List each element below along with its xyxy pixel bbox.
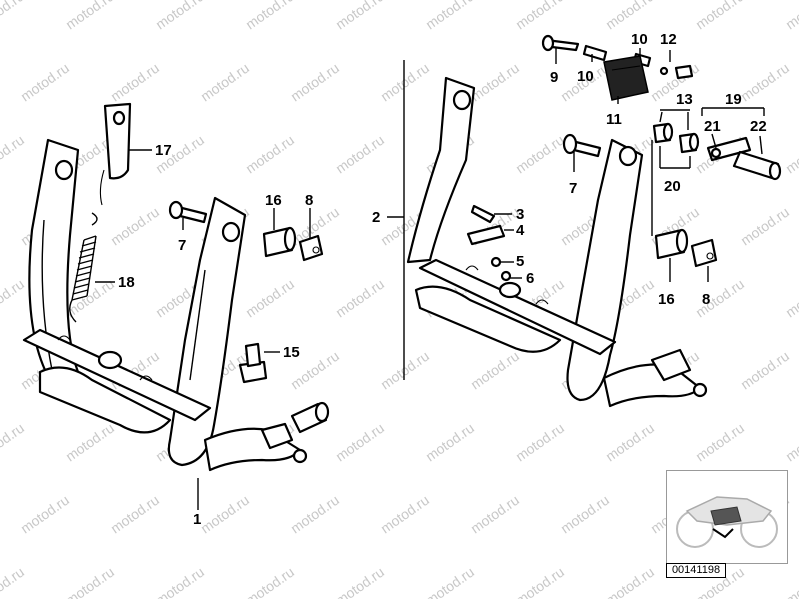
watermark-text: motod.ru	[423, 564, 477, 599]
watermark-text: motod.ru	[0, 564, 27, 599]
watermark-text: motod.ru	[63, 0, 117, 32]
watermark-text: motod.ru	[243, 276, 297, 321]
callout-3: 3	[516, 206, 524, 223]
motorcycle-icon	[676, 496, 778, 548]
center-stand-right	[403, 34, 782, 408]
watermark-text: motod.ru	[783, 276, 799, 321]
watermark-text: motod.ru	[468, 60, 522, 105]
watermark-text: motod.ru	[243, 0, 297, 32]
watermark-text: motod.ru	[153, 0, 207, 32]
watermark-text: motod.ru	[783, 564, 799, 599]
callout-13: 13	[676, 91, 693, 108]
callout-10: 10	[631, 31, 648, 48]
watermark-text: motod.ru	[288, 492, 342, 537]
watermark-text: motod.ru	[153, 564, 207, 599]
callout-12: 12	[660, 31, 677, 48]
watermark-text: motod.ru	[18, 60, 72, 105]
callout-22: 22	[750, 118, 767, 135]
callout-19: 19	[725, 91, 742, 108]
watermark-text: motod.ru	[783, 420, 799, 465]
callout-7: 7	[178, 237, 186, 254]
watermark-text: motod.ru	[333, 276, 387, 321]
watermark-text: motod.ru	[603, 564, 657, 599]
watermark-text: motod.ru	[0, 276, 27, 321]
motorcycle-thumbnail	[666, 470, 788, 564]
callout-9: 9	[550, 69, 558, 86]
watermark-text: motod.ru	[108, 492, 162, 537]
callout-16: 16	[265, 192, 282, 209]
watermark-text: motod.ru	[0, 420, 27, 465]
callouts: 17 18 7 16 8 15 1 2 3 4 5 6 7 9 10 10 12…	[118, 31, 767, 528]
watermark-text: motod.ru	[693, 420, 747, 465]
watermark-text: motod.ru	[513, 0, 567, 32]
watermark-text: motod.ru	[378, 492, 432, 537]
callout-17: 17	[155, 142, 172, 159]
callout-16: 16	[658, 291, 675, 308]
callout-1: 1	[193, 511, 201, 528]
spring	[69, 212, 98, 323]
callout-7: 7	[569, 180, 577, 197]
watermark-text: motod.ru	[693, 276, 747, 321]
watermark-text: motod.ru	[18, 492, 72, 537]
watermark-text: motod.ru	[783, 0, 799, 32]
watermark-text: motod.ru	[333, 420, 387, 465]
callout-8: 8	[305, 192, 313, 209]
callout-5: 5	[516, 253, 524, 270]
watermark-text: motod.ru	[243, 564, 297, 599]
callout-21: 21	[704, 118, 721, 135]
watermark-text: motod.ru	[198, 492, 252, 537]
watermark-text: motod.ru	[198, 60, 252, 105]
watermark-text: motod.ru	[648, 60, 702, 105]
watermark-text: motod.ru	[333, 132, 387, 177]
watermark-text: motod.ru	[63, 564, 117, 599]
callout-8: 8	[702, 291, 710, 308]
watermark-text: motod.ru	[783, 132, 799, 177]
callout-10: 10	[577, 68, 594, 85]
watermark-text: motod.ru	[333, 0, 387, 32]
watermark-text: motod.ru	[243, 132, 297, 177]
watermark-text: motod.ru	[378, 348, 432, 393]
watermark-text: motod.ru	[423, 0, 477, 32]
callout-11: 11	[606, 111, 622, 128]
watermark-text: motod.ru	[738, 348, 792, 393]
watermark-text: motod.ru	[513, 420, 567, 465]
leader-lines	[95, 48, 765, 510]
watermark-text: motod.ru	[738, 204, 792, 249]
watermark-text: motod.ru	[558, 492, 612, 537]
watermark-text: motod.ru	[333, 564, 387, 599]
callout-18: 18	[118, 274, 135, 291]
watermark-text: motod.ru	[423, 420, 477, 465]
watermark-text: motod.ru	[603, 420, 657, 465]
watermark-text: motod.ru	[63, 420, 117, 465]
watermark-text: motod.ru	[108, 204, 162, 249]
callout-6: 6	[526, 270, 534, 287]
watermark-text: motod.ru	[513, 132, 567, 177]
watermark-text: motod.ru	[693, 0, 747, 32]
center-stand-left	[22, 102, 330, 472]
watermark-text: motod.ru	[513, 564, 567, 599]
callout-4: 4	[516, 222, 525, 239]
callout-2: 2	[372, 209, 380, 226]
watermark-text: motod.ru	[378, 60, 432, 105]
diagram-code: 00141198	[666, 563, 726, 578]
callout-20: 20	[664, 178, 681, 195]
watermark-text: motod.ru	[288, 60, 342, 105]
watermark-text: motod.ru	[603, 0, 657, 32]
watermark-text: motod.ru	[108, 60, 162, 105]
watermark-text: motod.ru	[738, 60, 792, 105]
watermark-text: motod.ru	[468, 492, 522, 537]
watermark-text: motod.ru	[0, 132, 27, 177]
watermark-text: motod.ru	[468, 348, 522, 393]
watermark-text: motod.ru	[0, 0, 27, 32]
callout-15: 15	[283, 344, 300, 361]
